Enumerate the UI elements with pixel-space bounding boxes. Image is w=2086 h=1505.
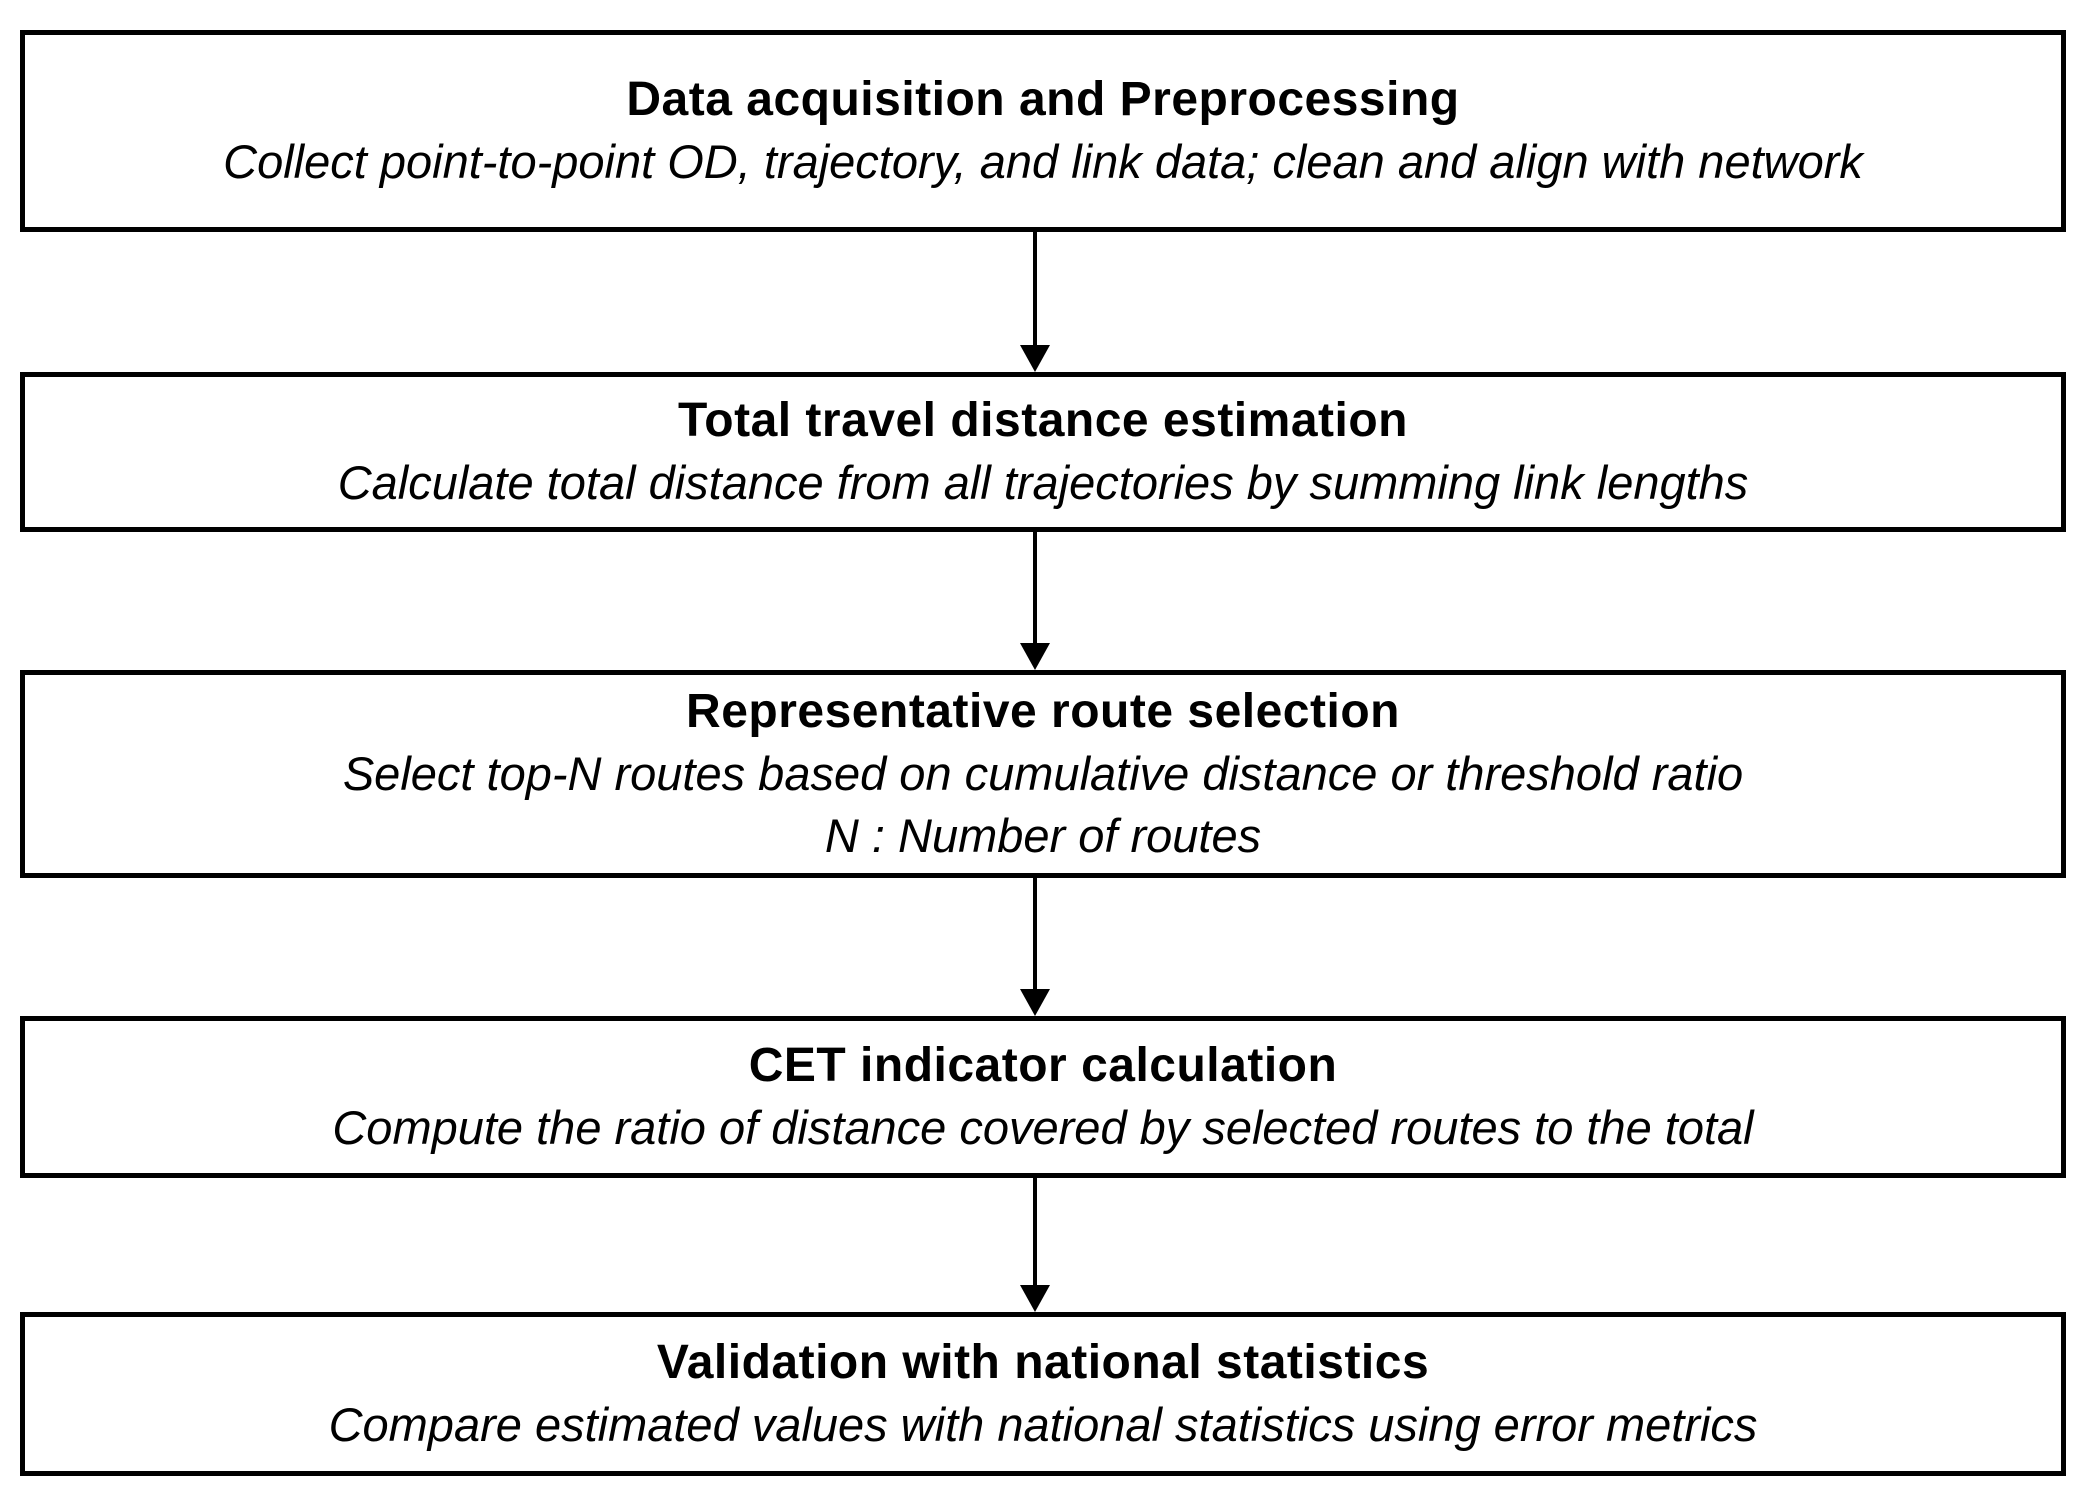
flow-arrow-down-icon — [1019, 532, 1051, 670]
step-description: Calculate total distance from all trajec… — [337, 456, 1749, 509]
arrow-stem — [1033, 532, 1037, 643]
flow-arrow-down-icon — [1019, 878, 1051, 1016]
step-route-selection: Representative route selection Select to… — [20, 670, 2066, 878]
arrow-stem — [1033, 878, 1037, 989]
step-title: Validation with national statistics — [656, 1336, 1430, 1389]
step-title: Data acquisition and Preprocessing — [626, 73, 1460, 126]
arrow-head — [1020, 345, 1050, 372]
step-title: CET indicator calculation — [748, 1039, 1338, 1092]
step-title: Total travel distance estimation — [678, 394, 1408, 447]
step-description: Select top-N routes based on cumulative … — [342, 747, 1744, 800]
arrow-head — [1020, 989, 1050, 1016]
step-description: Collect point-to-point OD, trajectory, a… — [223, 135, 1863, 188]
step-description: Compute the ratio of distance covered by… — [332, 1101, 1754, 1154]
arrow-stem — [1033, 232, 1037, 345]
step-note: N : Number of routes — [824, 809, 1262, 862]
step-cet-indicator: CET indicator calculation Compute the ra… — [20, 1016, 2066, 1178]
step-description: Compare estimated values with national s… — [328, 1398, 1758, 1451]
step-validation: Validation with national statistics Comp… — [20, 1312, 2066, 1476]
arrow-head — [1020, 1285, 1050, 1312]
step-data-acquisition: Data acquisition and Preprocessing Colle… — [20, 30, 2066, 232]
arrow-head — [1020, 643, 1050, 670]
step-total-distance-estimation: Total travel distance estimation Calcula… — [20, 372, 2066, 532]
flow-arrow-down-icon — [1019, 232, 1051, 372]
arrow-stem — [1033, 1178, 1037, 1285]
flow-arrow-down-icon — [1019, 1178, 1051, 1312]
step-title: Representative route selection — [686, 685, 1400, 738]
